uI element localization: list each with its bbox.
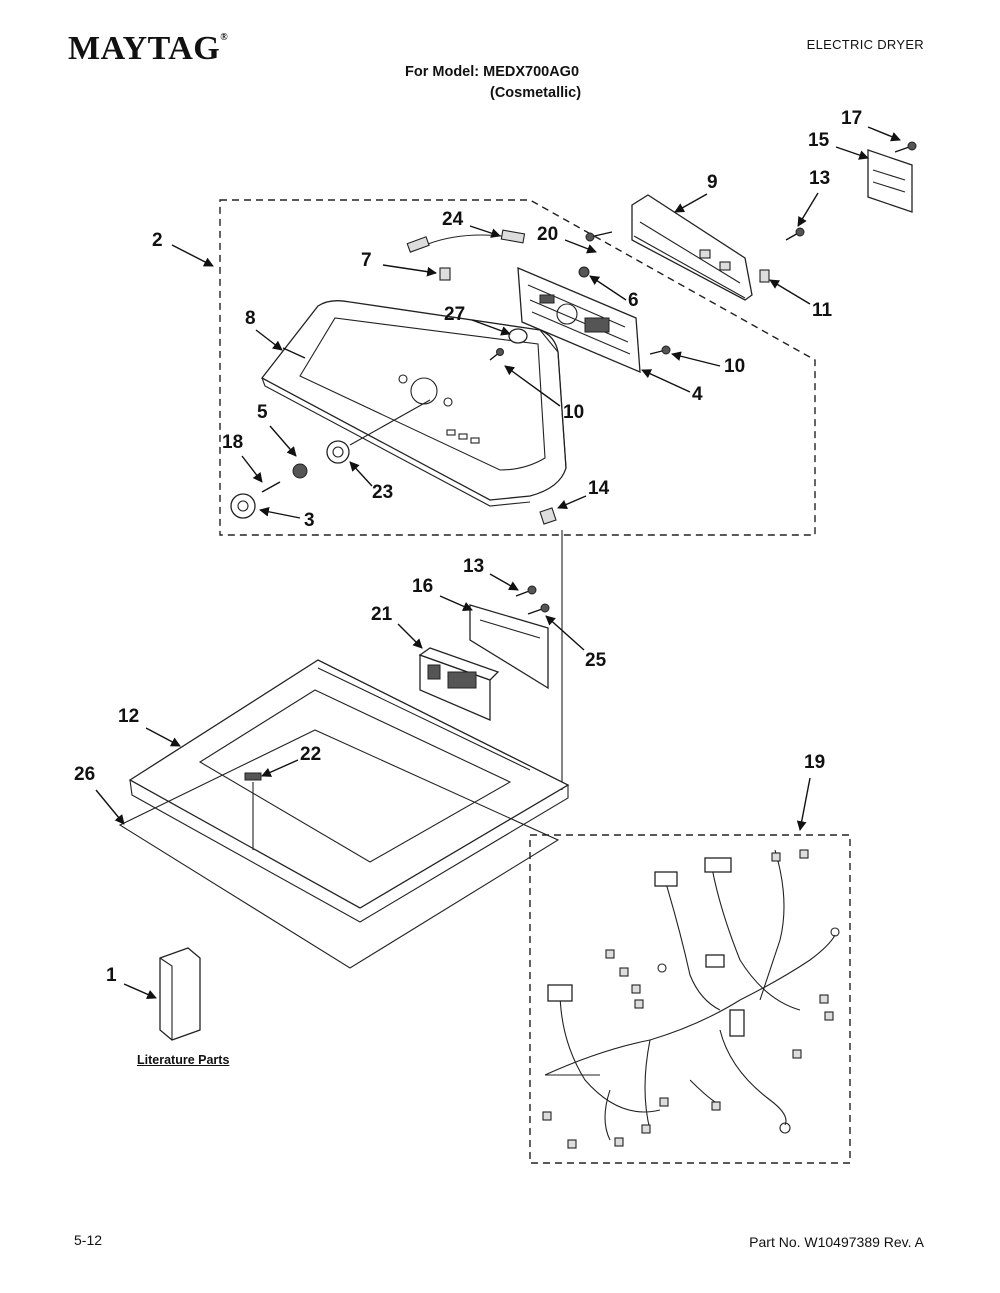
product-type: ELECTRIC DRYER [806,37,924,52]
console-group-boundary [219,199,816,536]
page-number: 5-12 [74,1232,103,1248]
clip-part [439,267,451,281]
callout-21: 21 [371,604,393,625]
callout-11: 11 [812,300,833,321]
console-rear-panel [631,194,753,301]
harness-group-boundary [529,834,851,1164]
callout-25: 25 [585,650,607,671]
callout-12: 12 [118,706,139,727]
callout-8: 8 [245,308,256,329]
callout-18: 18 [222,432,243,453]
cover-plate [867,141,917,213]
callout-24: 24 [442,209,464,230]
callout-13: 13 [809,168,830,189]
callout-10a: 10 [724,356,745,377]
callout-7: 7 [361,250,372,271]
console-panel [261,300,567,507]
callout-14: 14 [588,478,610,499]
retainer-clip [759,269,770,283]
part-number: Part No. W10497389 Rev. A [749,1234,924,1250]
brand-logo: MAYTAG® [68,30,229,67]
top-panel [128,659,570,923]
callout-5: 5 [257,402,268,423]
model-line: For Model: MEDX700AG0 [405,64,580,80]
callout-26: 26 [74,764,95,785]
ui-control-board [517,266,641,374]
callout-2: 2 [152,230,163,251]
finish-line: (Cosmetallic) [490,85,582,101]
callout-1: 1 [106,965,117,986]
callout-6: 6 [628,290,639,311]
console-harness [406,229,526,253]
callout-20: 20 [537,224,558,245]
top-gasket [118,729,560,969]
callouts: 17 15 9 13 2 24 20 7 11 6 8 27 10 10 4 5 [74,108,901,999]
wire-harness [542,849,840,1149]
callout-15: 15 [808,130,830,151]
callout-23: 23 [372,482,393,503]
callout-9: 9 [707,172,718,193]
callout-27: 27 [444,304,465,325]
spacer-disk [508,328,528,344]
callout-4: 4 [692,384,703,405]
callout-17: 17 [841,108,862,129]
bracket-clip [539,507,557,525]
callout-16: 16 [412,576,433,597]
knob-assembly [230,399,431,519]
callout-10b: 10 [563,402,584,423]
callout-3: 3 [304,510,315,531]
callout-19: 19 [804,752,825,773]
control-bracket [469,585,550,690]
literature-book [159,947,201,1041]
trim-rod [282,347,306,359]
screws [489,227,805,361]
registered-mark: ® [220,32,229,43]
callout-22: 22 [300,744,321,765]
electronic-control [418,647,500,721]
callout-13b: 13 [463,556,484,577]
literature-parts-label: Literature Parts [137,1053,230,1067]
